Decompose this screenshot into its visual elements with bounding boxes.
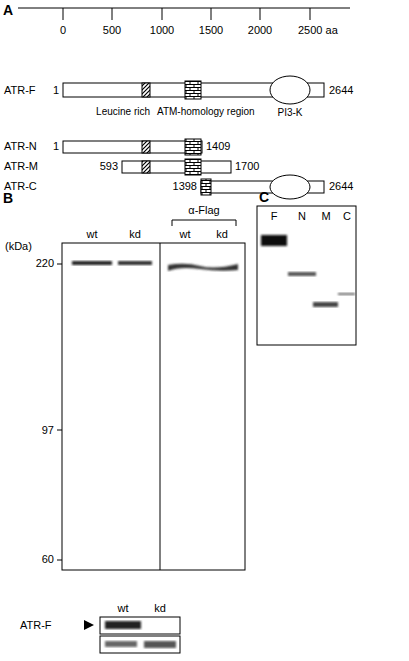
residue-number: 1409 [206,140,230,153]
lane-label: wt [180,228,191,241]
marker-size: 60 [42,553,54,566]
lane-label: C [343,210,351,223]
axis-tick-label: 2000 [248,24,272,37]
residue-number: 1 [53,84,59,97]
residue-number: 1700 [235,160,259,173]
lane-label: kd [154,602,166,615]
lane-label: kd [129,228,141,241]
western-blot [57,220,245,570]
protein-bar [63,76,324,104]
band-label: ATR-F [20,619,52,632]
axis-tick-label: 0 [60,24,66,37]
western-blot-strip [84,617,180,653]
lane-label: N [298,210,306,223]
residue-number: 2644 [329,180,353,193]
lane-label: kd [216,228,228,241]
scale-axis [18,8,350,20]
protein-bar [122,159,231,175]
residue-number: 593 [100,160,118,173]
unit-label: (kDa) [5,240,32,253]
lane-label: wt [87,228,98,241]
marker-size: 220 [36,257,54,270]
axis-tick-label: 2500 aa [298,24,338,37]
axis-tick-label: 1500 [199,24,223,37]
construct-name: ATR-N [4,140,37,153]
lane-label: wt [118,602,129,615]
axis-tick-label: 1000 [150,24,174,37]
domain-label: PI3-K [277,106,302,119]
marker-size: 97 [42,424,54,437]
western-blot [257,206,356,345]
protein-bar [63,139,202,155]
axis-tick-label: 500 [103,24,121,37]
residue-number: 1 [53,140,59,153]
residue-number: 2644 [329,84,353,97]
construct-name: ATR-F [4,84,36,97]
antibody-label: α-Flag [188,204,219,217]
domain-label: Leucine rich [96,105,150,118]
lane-label: M [321,210,330,223]
construct-name: ATR-M [4,160,38,173]
panel-letter: A [3,2,13,18]
lane-label: F [271,210,278,223]
panel-letter: B [3,190,13,206]
domain-label: ATM-homology region [157,105,255,118]
residue-number: 1398 [173,180,197,193]
panel-letter: C [259,189,269,205]
